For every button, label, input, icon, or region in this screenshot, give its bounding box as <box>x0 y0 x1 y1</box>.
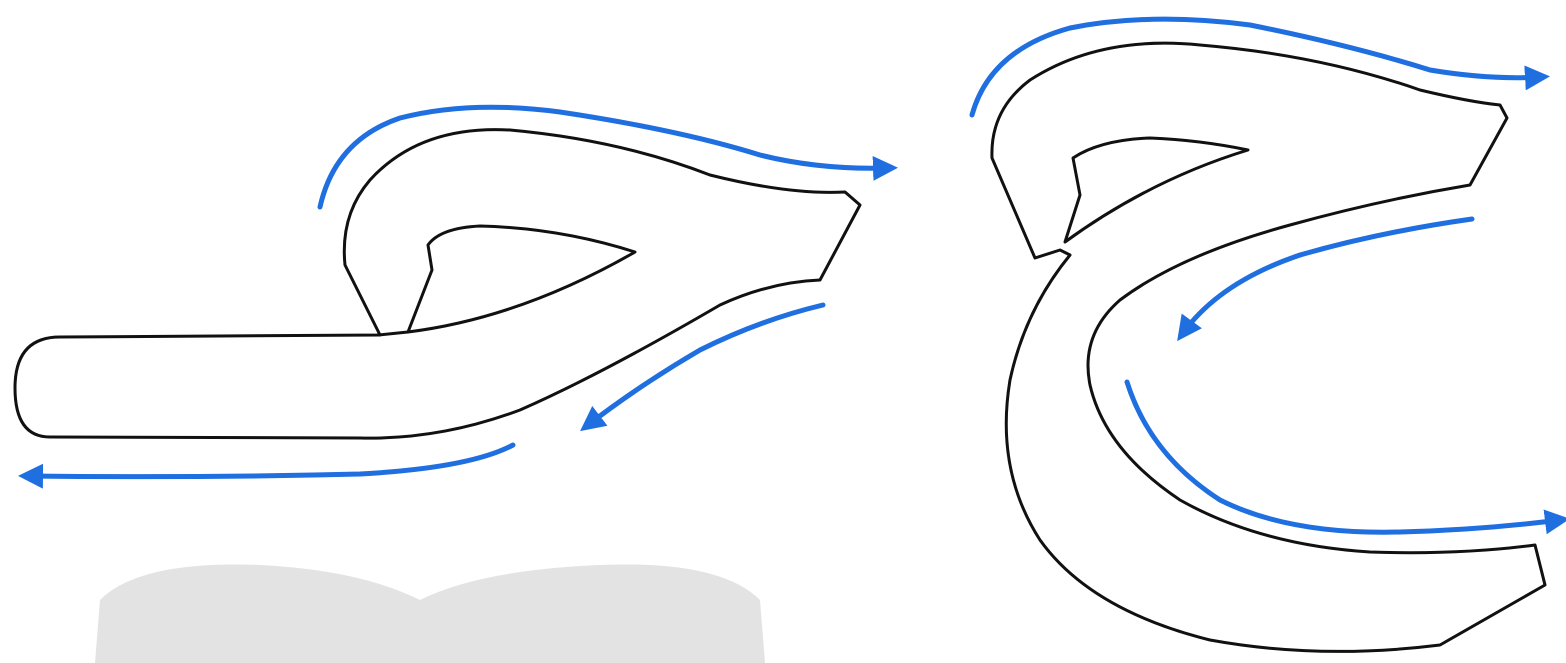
letter-right <box>992 43 1545 651</box>
arrow-left-bottom <box>28 445 513 477</box>
letter-right-outline <box>992 43 1545 651</box>
letter-left <box>15 130 860 439</box>
book-watermark <box>95 564 765 663</box>
